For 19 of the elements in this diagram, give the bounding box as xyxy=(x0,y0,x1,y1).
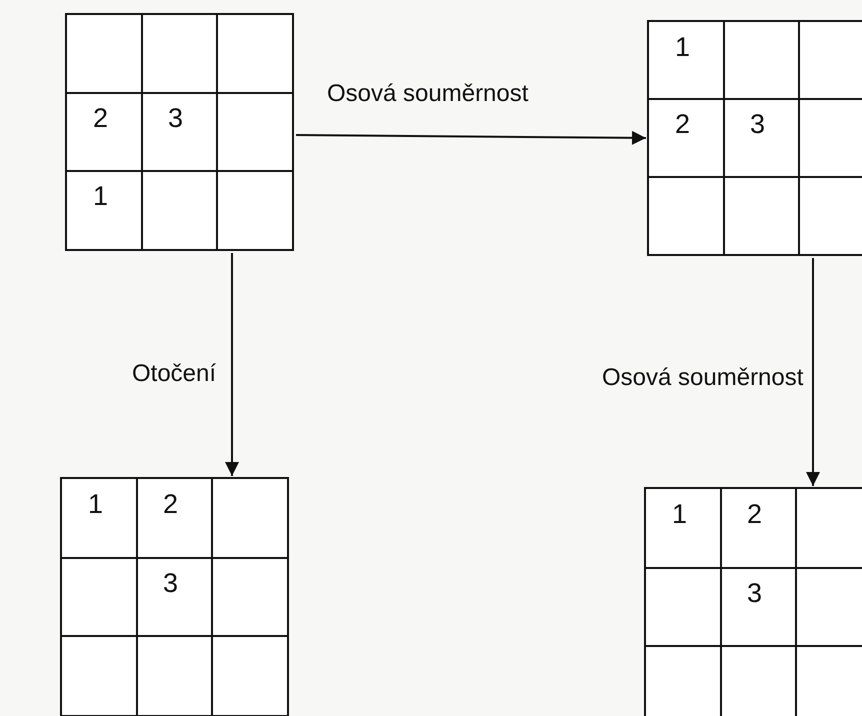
cell-number: 3 xyxy=(750,111,766,138)
arrow xyxy=(296,130,646,145)
cell-number: 2 xyxy=(163,491,178,518)
arrow xyxy=(225,253,239,476)
cell-number: 3 xyxy=(747,580,762,607)
grid-table xyxy=(65,13,294,251)
cell-number: 1 xyxy=(88,491,104,518)
grid-table xyxy=(644,487,862,716)
cell-number: 2 xyxy=(675,111,690,138)
cell-number: 1 xyxy=(672,501,688,528)
arrow xyxy=(806,258,820,486)
cell-number: 2 xyxy=(93,105,108,132)
cell-number: 1 xyxy=(675,34,690,61)
cell-number: 2 xyxy=(747,501,762,528)
grid-table xyxy=(60,477,289,716)
grid-table xyxy=(647,20,862,256)
cell-number: 1 xyxy=(93,183,108,210)
cell-number: 3 xyxy=(163,570,178,597)
cell-number: 3 xyxy=(168,105,184,132)
